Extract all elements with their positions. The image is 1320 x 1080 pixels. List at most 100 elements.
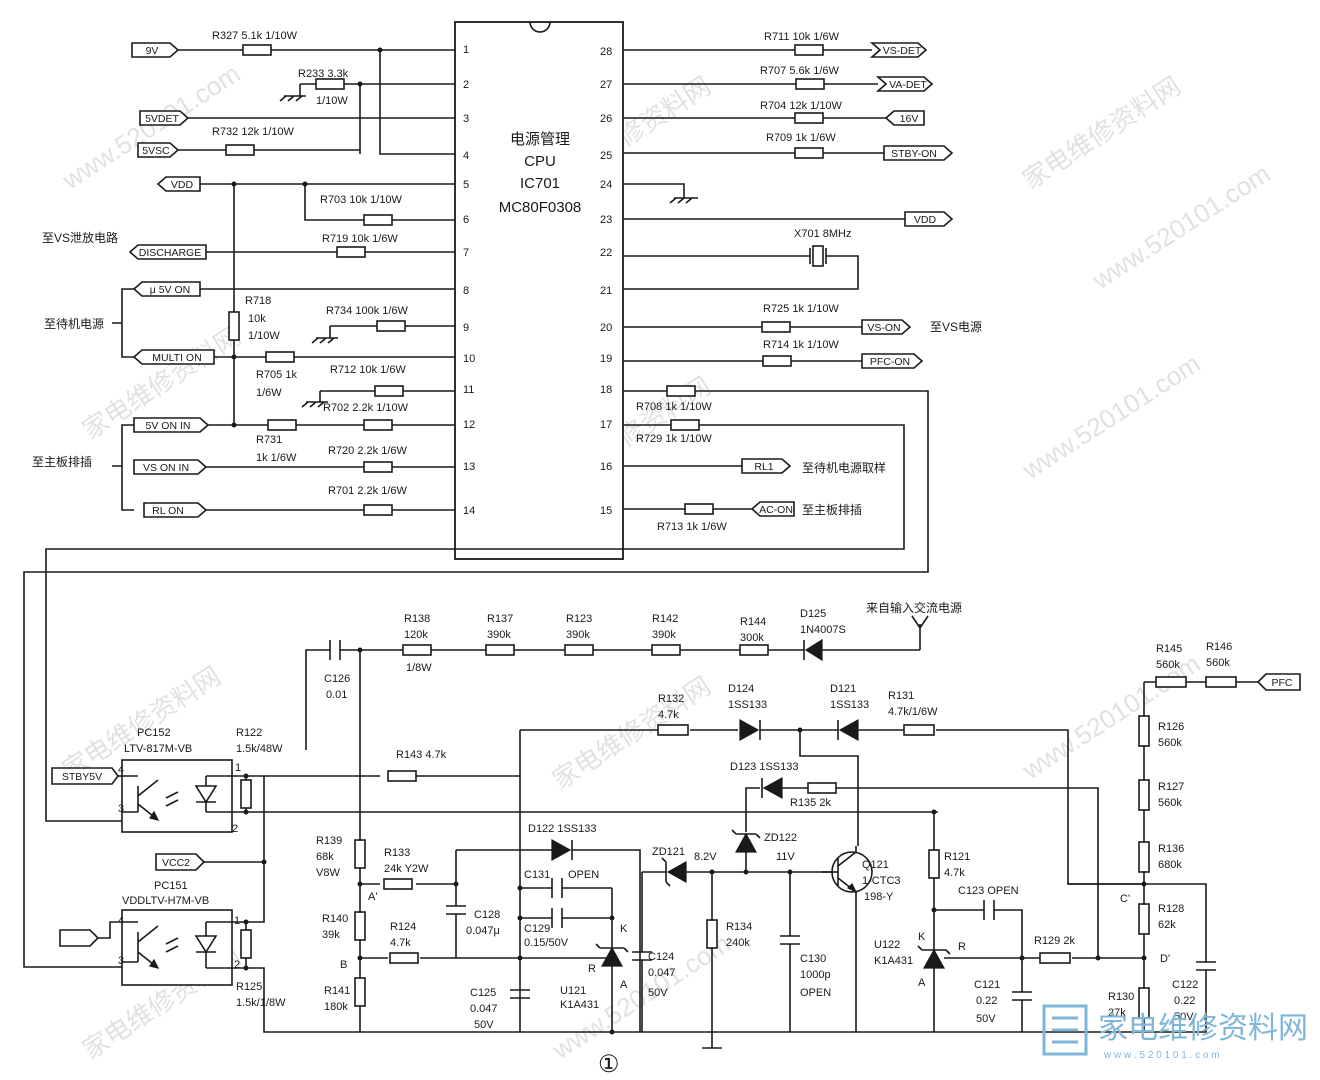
capacitor-c126 — [329, 640, 341, 660]
label-c124-value: 0.047 — [648, 967, 676, 979]
label-node-b: B — [340, 959, 347, 971]
label-r132-value: 4.7k — [658, 709, 679, 721]
label-d121: D121 — [830, 683, 856, 695]
pin-number: 2 — [463, 79, 469, 91]
label-c124: C124 — [648, 951, 674, 963]
label-r709: R709 1k 1/6W — [766, 132, 836, 144]
resistor-r123 — [564, 644, 594, 656]
label-u121: U121 — [560, 985, 586, 997]
lower-wiring — [51, 615, 1301, 1049]
ic-pins-right: 28 27 26 25 24 23 22 21 20 19 18 17 16 1… — [600, 46, 612, 517]
label-r140-value: 39k — [322, 929, 340, 941]
label-r141: R141 — [324, 985, 350, 997]
label-c121-value: 0.22 — [976, 995, 997, 1007]
connector-vcc2 — [155, 853, 206, 871]
resistor-r121 — [928, 849, 940, 879]
label-r729: R729 1k 1/10W — [636, 433, 712, 445]
label-r124-value: 4.7k — [390, 937, 411, 949]
label-c121: C121 — [974, 979, 1000, 991]
label-r145: R145 — [1156, 643, 1182, 655]
label-r127: R127 — [1158, 781, 1184, 793]
label-d125: D125 — [800, 608, 826, 620]
pin-number: 22 — [600, 247, 612, 259]
pin-number: 27 — [600, 79, 612, 91]
label-r718-value: 10k — [248, 313, 266, 325]
connector-rl1 — [741, 458, 792, 474]
pin-label: 3 — [118, 955, 124, 967]
label-r142-value: 390k — [652, 629, 676, 641]
connector-label: AC-ON — [759, 504, 793, 516]
resistor-r122 — [240, 779, 252, 809]
connector-label: VS-DET — [883, 45, 922, 57]
label-node-d: D' — [1160, 953, 1170, 965]
ic701: 电源管理 CPU IC701 MC80F0308 — [454, 21, 624, 560]
label-r702: R702 2.2k 1/10W — [323, 402, 409, 414]
label-pc151: PC151 — [154, 880, 188, 892]
resistor-r233 — [315, 78, 345, 90]
connector-label: VA-DET — [889, 79, 927, 91]
resistor-r734 — [376, 320, 406, 332]
pin-label: 4 — [118, 764, 124, 776]
resistor-r137 — [485, 644, 515, 656]
label-r133: R133 — [384, 847, 410, 859]
watermark-text: 家电维修资料网 — [547, 671, 716, 795]
label-r701: R701 2.2k 1/6W — [328, 485, 407, 497]
label-c122-value: 0.22 — [1174, 995, 1195, 1007]
label-r146: R146 — [1206, 641, 1232, 653]
right-wiring — [23, 44, 929, 968]
label-d124: D124 — [728, 683, 754, 695]
pin-number: 18 — [600, 384, 612, 396]
connector-label: RL1 — [754, 461, 773, 473]
label-u121-part: K1A431 — [560, 999, 599, 1011]
pin-k: K — [620, 923, 628, 935]
ic-body — [454, 21, 624, 560]
pin-label: 4 — [118, 915, 124, 927]
label-r137: R137 — [487, 613, 513, 625]
label-r734: R734 100k 1/6W — [326, 305, 409, 317]
crystal-x701 — [812, 245, 824, 267]
label-d121-part: 1SS133 — [830, 699, 869, 711]
label-pc152-part: LTV-817M-VB — [124, 743, 192, 755]
label-r130: R130 — [1108, 991, 1134, 1003]
resistor-r704 — [794, 112, 824, 124]
pin-label: 3 — [118, 803, 124, 815]
diode-d121 — [838, 718, 859, 742]
note-to-main-board: 至主板排插 — [32, 455, 92, 469]
ic-part-number: MC80F0308 — [499, 199, 582, 216]
label-r718: R718 — [245, 295, 271, 307]
label-r144: R144 — [740, 616, 766, 628]
label-r705-rating: 1/6W — [256, 387, 282, 399]
connector-ac-on — [750, 501, 795, 517]
label-r135: R135 2k — [790, 797, 831, 809]
label-r131: R131 — [888, 690, 914, 702]
resistor-r128 — [1138, 903, 1150, 935]
label-r134-value: 240k — [726, 937, 750, 949]
watermark-text: www.520101.com — [1086, 158, 1275, 295]
label-c123: C123 OPEN — [958, 885, 1019, 897]
pin-number: 25 — [600, 150, 612, 162]
connector-label: DISCHARGE — [139, 247, 201, 259]
pin-number: 23 — [600, 214, 612, 226]
pin-number: 15 — [600, 505, 612, 517]
resistor-r134 — [706, 919, 718, 949]
label-x701: X701 8MHz — [794, 228, 851, 240]
resistor-r720 — [363, 461, 393, 473]
label-r719: R719 10k 1/6W — [322, 233, 398, 245]
ic-title: CPU — [524, 153, 556, 170]
label-node-a: A' — [368, 891, 377, 903]
pin-label: 1 — [234, 915, 240, 927]
label-c129: C129 — [524, 923, 550, 935]
pin-label: 2 — [232, 823, 238, 835]
resistor-r729 — [670, 419, 700, 431]
label-r134: R134 — [726, 921, 752, 933]
resistor-r732 — [225, 144, 255, 156]
connector-vdd — [156, 176, 201, 192]
capacitor-c130 — [780, 872, 800, 1032]
label-r233: R233 3.3k — [298, 68, 349, 80]
label-d124-part: 1SS133 — [728, 699, 767, 711]
pin-number: 21 — [600, 285, 612, 297]
pin-number: 5 — [463, 179, 469, 191]
pin-number: 12 — [463, 419, 475, 431]
watermark-text: 家电维修资料网 — [1017, 71, 1186, 195]
